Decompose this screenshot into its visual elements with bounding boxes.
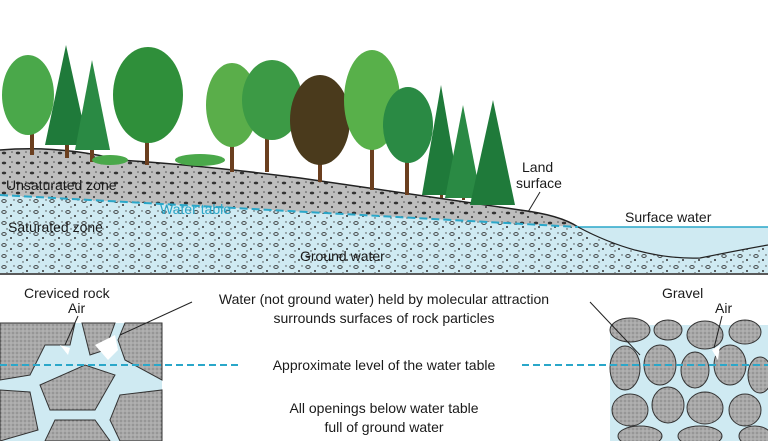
- detail-panel: Creviced rock Gravel Air Air Water (not …: [0, 285, 768, 441]
- molecular-attraction-line1: Water (not ground water) held by molecul…: [219, 291, 549, 307]
- water-table-line: [0, 194, 579, 228]
- saturated-zone-label: Saturated zone: [8, 219, 103, 235]
- ground-water-label: Ground water: [300, 248, 385, 264]
- unsaturated-zone: [0, 148, 578, 227]
- lake-bottom: [577, 226, 768, 259]
- trees: [2, 45, 515, 205]
- gravel-label: Gravel: [662, 285, 703, 301]
- land-surface-line: [0, 148, 579, 228]
- approx-level-label: Approximate level of the water table: [273, 357, 496, 373]
- saturated-zone: [0, 195, 768, 273]
- surface-water-label: Surface water: [625, 209, 712, 225]
- land-surface-pointer: [527, 191, 541, 213]
- cross-section-panel: Unsaturated zone Water table Saturated z…: [0, 45, 768, 275]
- air-label-right: Air: [715, 300, 732, 316]
- openings-line2: full of ground water: [324, 419, 443, 435]
- surface-water: [578, 227, 768, 259]
- water-table-label: Water table: [160, 201, 231, 217]
- openings-line1: All openings below water table: [289, 400, 478, 416]
- unsaturated-zone-label: Unsaturated zone: [6, 177, 117, 193]
- creviced-rock-label: Creviced rock: [24, 285, 111, 301]
- gravel-block: [609, 317, 768, 441]
- air-label-left: Air: [68, 300, 85, 316]
- land-surface-label-2: surface: [516, 175, 562, 191]
- creviced-rock-block: [0, 322, 163, 441]
- land-surface-label-1: Land: [522, 159, 553, 175]
- molecular-attraction-line2: surrounds surfaces of rock particles: [274, 310, 495, 326]
